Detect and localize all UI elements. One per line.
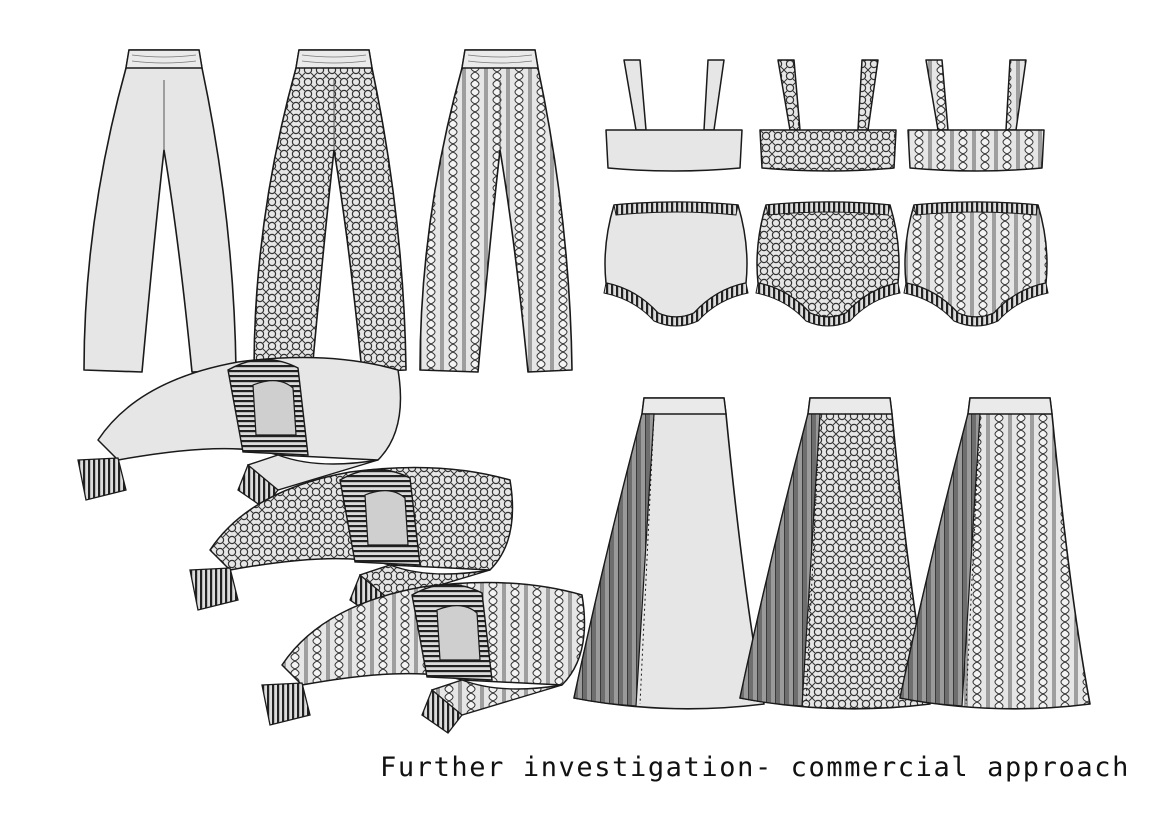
bralette-plain (605, 59, 743, 172)
page-caption: Further investigation- commercial approa… (380, 752, 1130, 783)
briefs-lattice (755, 201, 901, 327)
skirt-cable (899, 397, 1091, 710)
shrug-cable (261, 581, 586, 734)
trousers-cable (419, 49, 573, 373)
bralette-cable (907, 59, 1045, 172)
trousers-plain (83, 49, 237, 373)
briefs-cable (903, 201, 1049, 327)
trousers-lattice (253, 49, 407, 373)
bralette-lattice (759, 59, 897, 172)
skirt-plain (573, 397, 765, 710)
briefs-plain (603, 201, 749, 327)
skirt-lattice (739, 397, 931, 710)
